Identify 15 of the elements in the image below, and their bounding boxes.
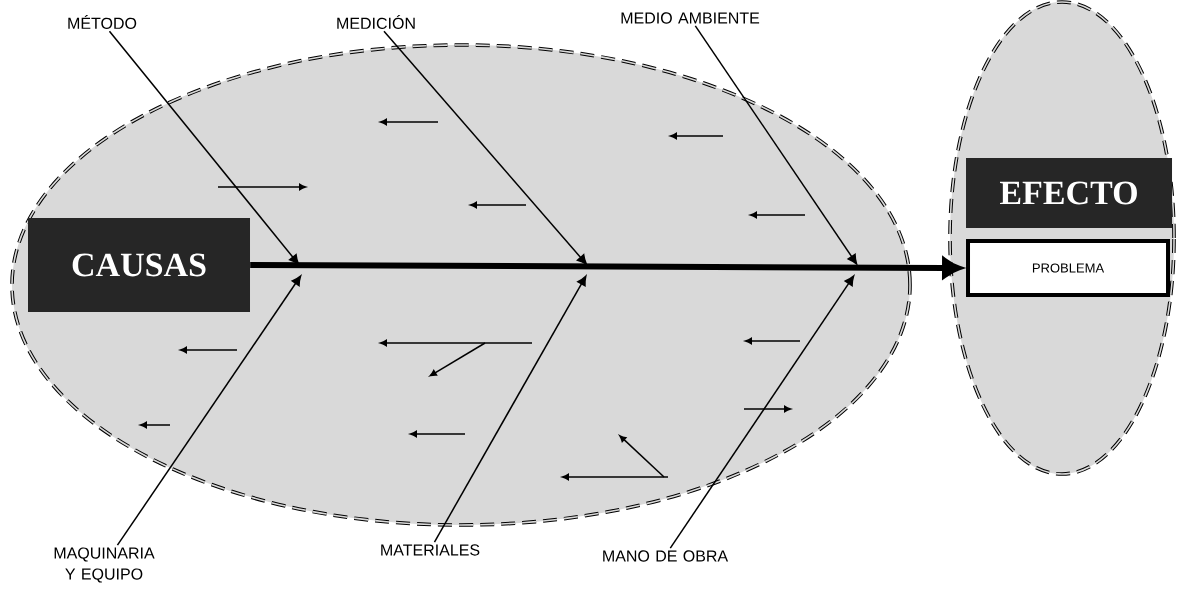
category-label: MAQUINARIA Y EQUIPO — [54, 547, 155, 583]
title-box: CAUSAS — [28, 218, 250, 312]
problem-box: PROBLEMA — [966, 239, 1170, 297]
category-label: MANO DE OBRA — [603, 550, 729, 562]
category-label: MEDIO AMBIENTE — [621, 12, 760, 24]
category-label: MEDICIÓN — [337, 14, 415, 29]
title-box: EFECTO — [966, 158, 1172, 228]
category-label: MÉTODO — [68, 14, 137, 29]
arrow — [694, 25, 858, 265]
arrow — [116, 275, 302, 546]
arrow — [669, 275, 855, 549]
category-label: MATERIALES — [381, 544, 480, 556]
arrow — [108, 30, 300, 265]
arrow — [383, 30, 588, 265]
arrow — [433, 275, 587, 543]
